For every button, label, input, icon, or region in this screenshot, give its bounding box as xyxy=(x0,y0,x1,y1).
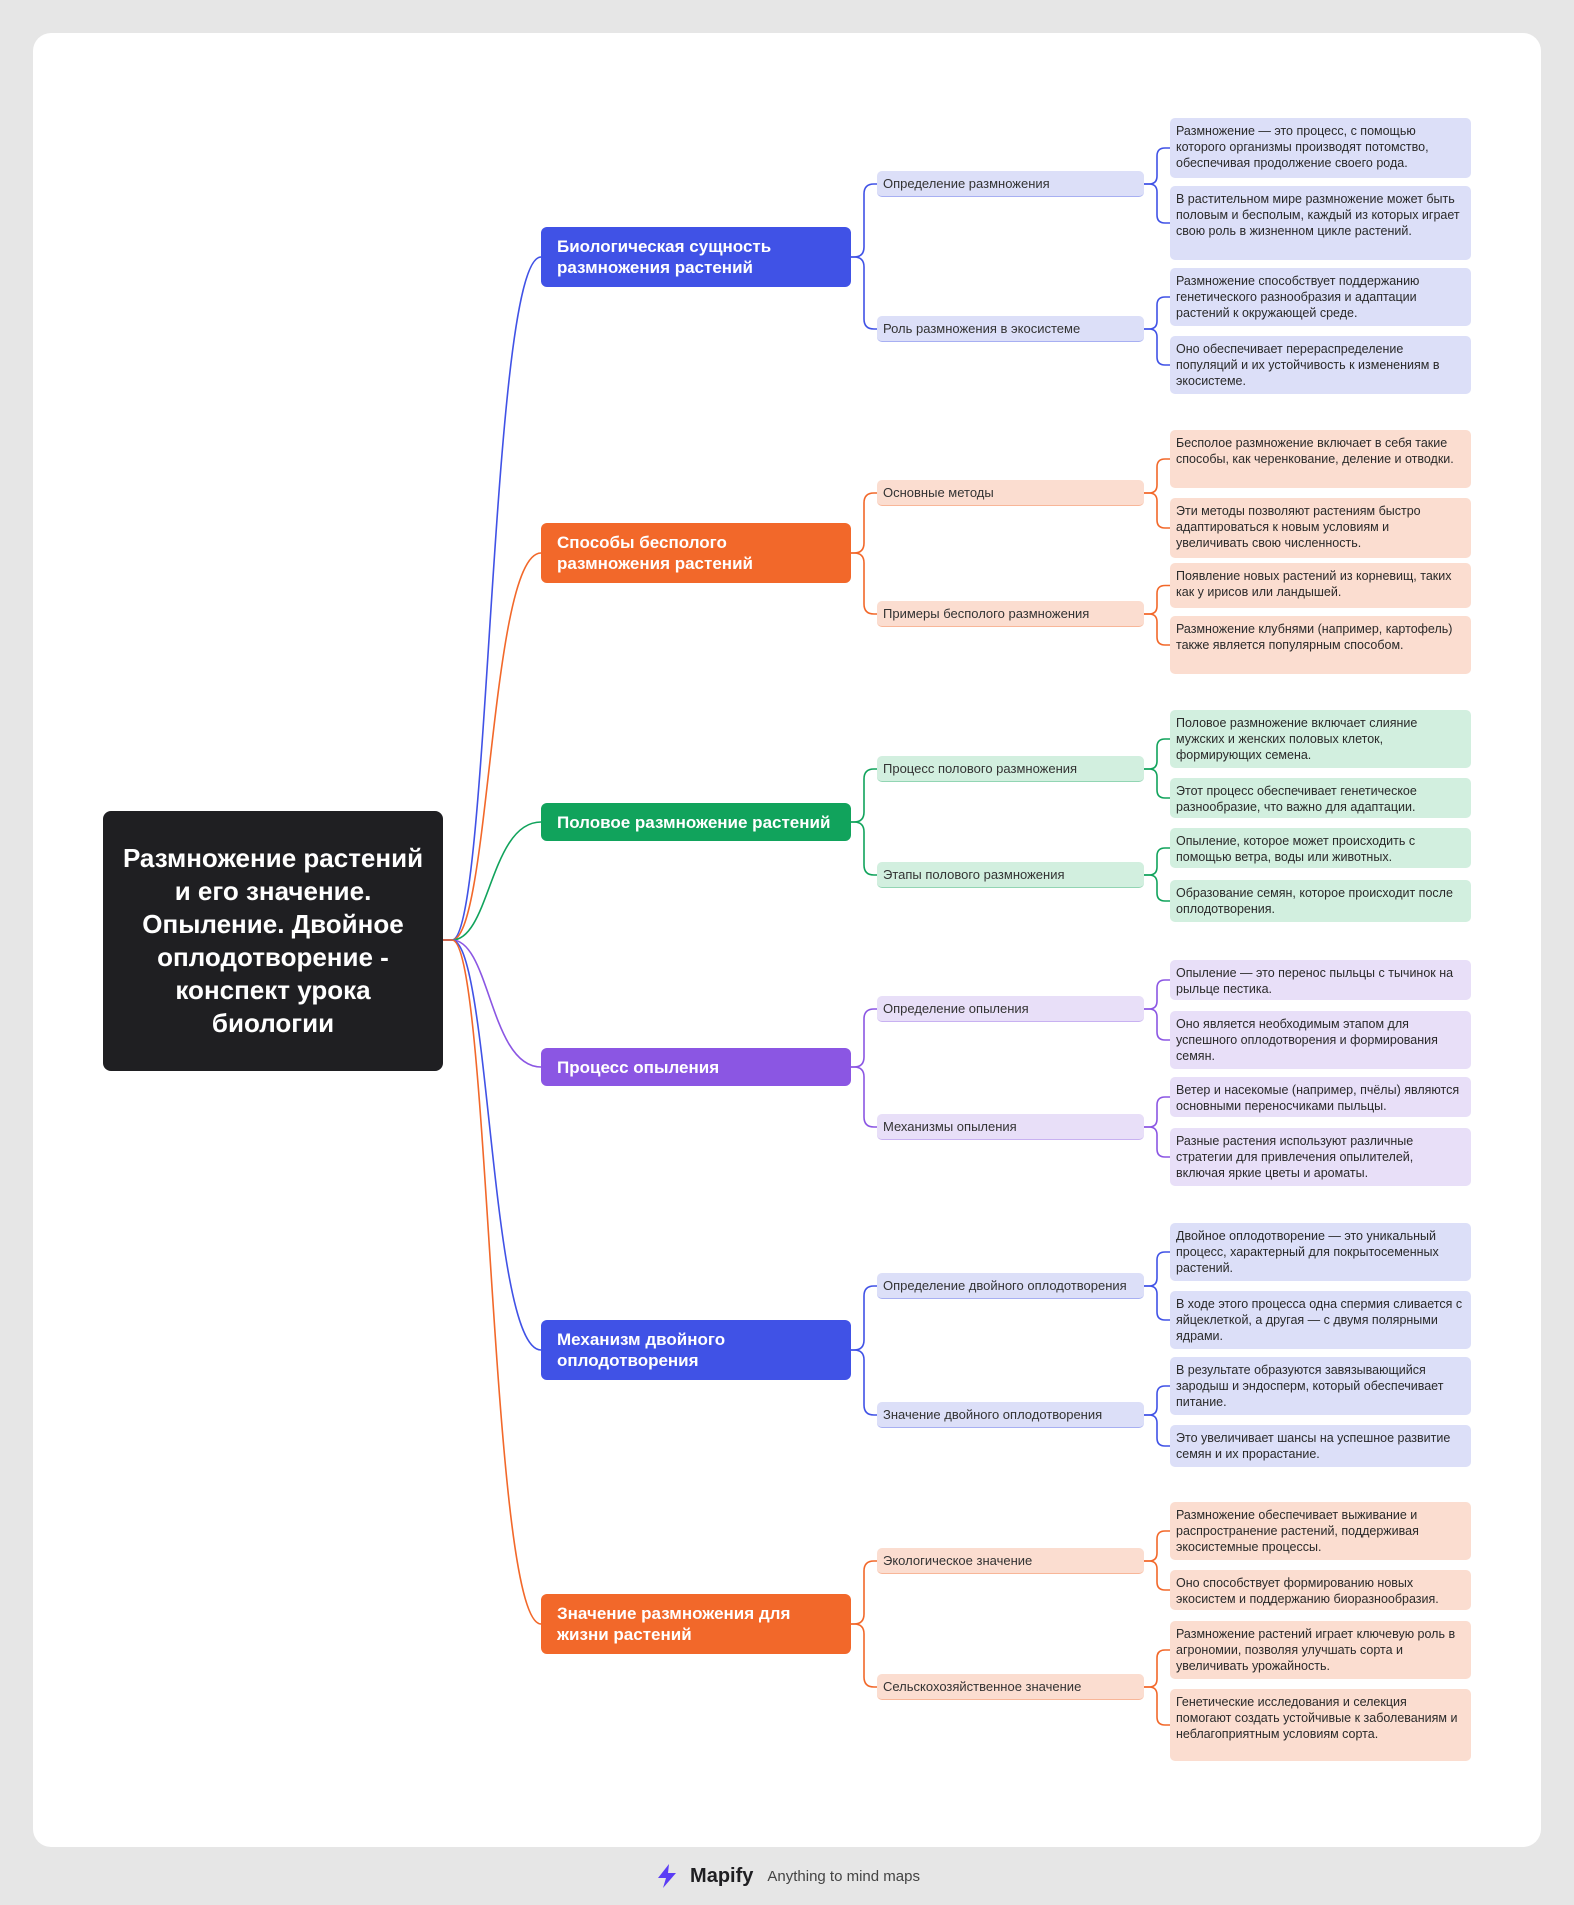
leaf-node[interactable]: Размножение растений играет ключевую рол… xyxy=(1170,1621,1471,1679)
leaf-node[interactable]: Появление новых растений из корневищ, та… xyxy=(1170,563,1471,608)
leaf-node[interactable]: Генетические исследования и селекция пом… xyxy=(1170,1689,1471,1761)
sub-node[interactable]: Примеры бесполого размножения xyxy=(877,601,1144,627)
leaf-node[interactable]: Опыление — это перенос пыльцы с тычинок … xyxy=(1170,960,1471,1000)
branch-node[interactable]: Способы бесполого размножения растений xyxy=(541,523,851,583)
sub-node[interactable]: Процесс полового размножения xyxy=(877,756,1144,782)
sub-node[interactable]: Сельскохозяйственное значение xyxy=(877,1674,1144,1700)
leaf-node[interactable]: Эти методы позволяют растениям быстро ад… xyxy=(1170,498,1471,558)
sub-node[interactable]: Роль размножения в экосистеме xyxy=(877,316,1144,342)
leaf-node[interactable]: Опыление, которое может происходить с по… xyxy=(1170,828,1471,868)
sub-node[interactable]: Определение размножения xyxy=(877,171,1144,197)
branch-node[interactable]: Биологическая сущность размножения расте… xyxy=(541,227,851,287)
branch-node[interactable]: Значение размножения для жизни растений xyxy=(541,1594,851,1654)
leaf-node[interactable]: В результате образуются завязывающийся з… xyxy=(1170,1357,1471,1415)
branch-node[interactable]: Механизм двойного оплодотворения xyxy=(541,1320,851,1380)
footer: Mapify Anything to mind maps xyxy=(0,1860,1574,1892)
sub-node[interactable]: Экологическое значение xyxy=(877,1548,1144,1574)
leaf-node[interactable]: В ходе этого процесса одна спермия слива… xyxy=(1170,1291,1471,1349)
leaf-node[interactable]: Бесполое размножение включает в себя так… xyxy=(1170,430,1471,488)
sub-node[interactable]: Определение опыления xyxy=(877,996,1144,1022)
leaf-node[interactable]: Половое размножение включает слияние муж… xyxy=(1170,710,1471,768)
sub-node[interactable]: Определение двойного оплодотворения xyxy=(877,1273,1144,1299)
leaf-node[interactable]: Размножение клубнями (например, картофел… xyxy=(1170,616,1471,674)
leaf-node[interactable]: Оно способствует формированию новых экос… xyxy=(1170,1570,1471,1610)
sub-node[interactable]: Этапы полового размножения xyxy=(877,862,1144,888)
leaf-node[interactable]: Оно является необходимым этапом для успе… xyxy=(1170,1011,1471,1069)
footer-brand: Mapify xyxy=(690,1864,754,1887)
sub-node[interactable]: Механизмы опыления xyxy=(877,1114,1144,1140)
leaf-node[interactable]: Двойное оплодотворение — это уникальный … xyxy=(1170,1223,1471,1281)
root-node[interactable]: Размножение растений и его значение. Опы… xyxy=(103,811,443,1071)
leaf-node[interactable]: Оно обеспечивает перераспределение попул… xyxy=(1170,336,1471,394)
leaf-node[interactable]: Это увеличивает шансы на успешное развит… xyxy=(1170,1425,1471,1467)
leaf-node[interactable]: Размножение — это процесс, с помощью кот… xyxy=(1170,118,1471,178)
leaf-node[interactable]: Ветер и насекомые (например, пчёлы) явля… xyxy=(1170,1077,1471,1117)
leaf-node[interactable]: Размножение способствует поддержанию ген… xyxy=(1170,268,1471,326)
sub-node[interactable]: Значение двойного оплодотворения xyxy=(877,1402,1144,1428)
mapify-logo-icon xyxy=(658,1864,677,1888)
leaf-node[interactable]: Образование семян, которое происходит по… xyxy=(1170,880,1471,922)
leaf-node[interactable]: Этот процесс обеспечивает генетическое р… xyxy=(1170,778,1471,818)
sub-node[interactable]: Основные методы xyxy=(877,480,1144,506)
branch-node[interactable]: Половое размножение растений xyxy=(541,803,851,841)
leaf-node[interactable]: Разные растения используют различные стр… xyxy=(1170,1128,1471,1186)
leaf-node[interactable]: В растительном мире размножение может бы… xyxy=(1170,186,1471,260)
leaf-node[interactable]: Размножение обеспечивает выживание и рас… xyxy=(1170,1502,1471,1560)
footer-tagline: Anything to mind maps xyxy=(767,1867,920,1885)
branch-node[interactable]: Процесс опыления xyxy=(541,1048,851,1086)
